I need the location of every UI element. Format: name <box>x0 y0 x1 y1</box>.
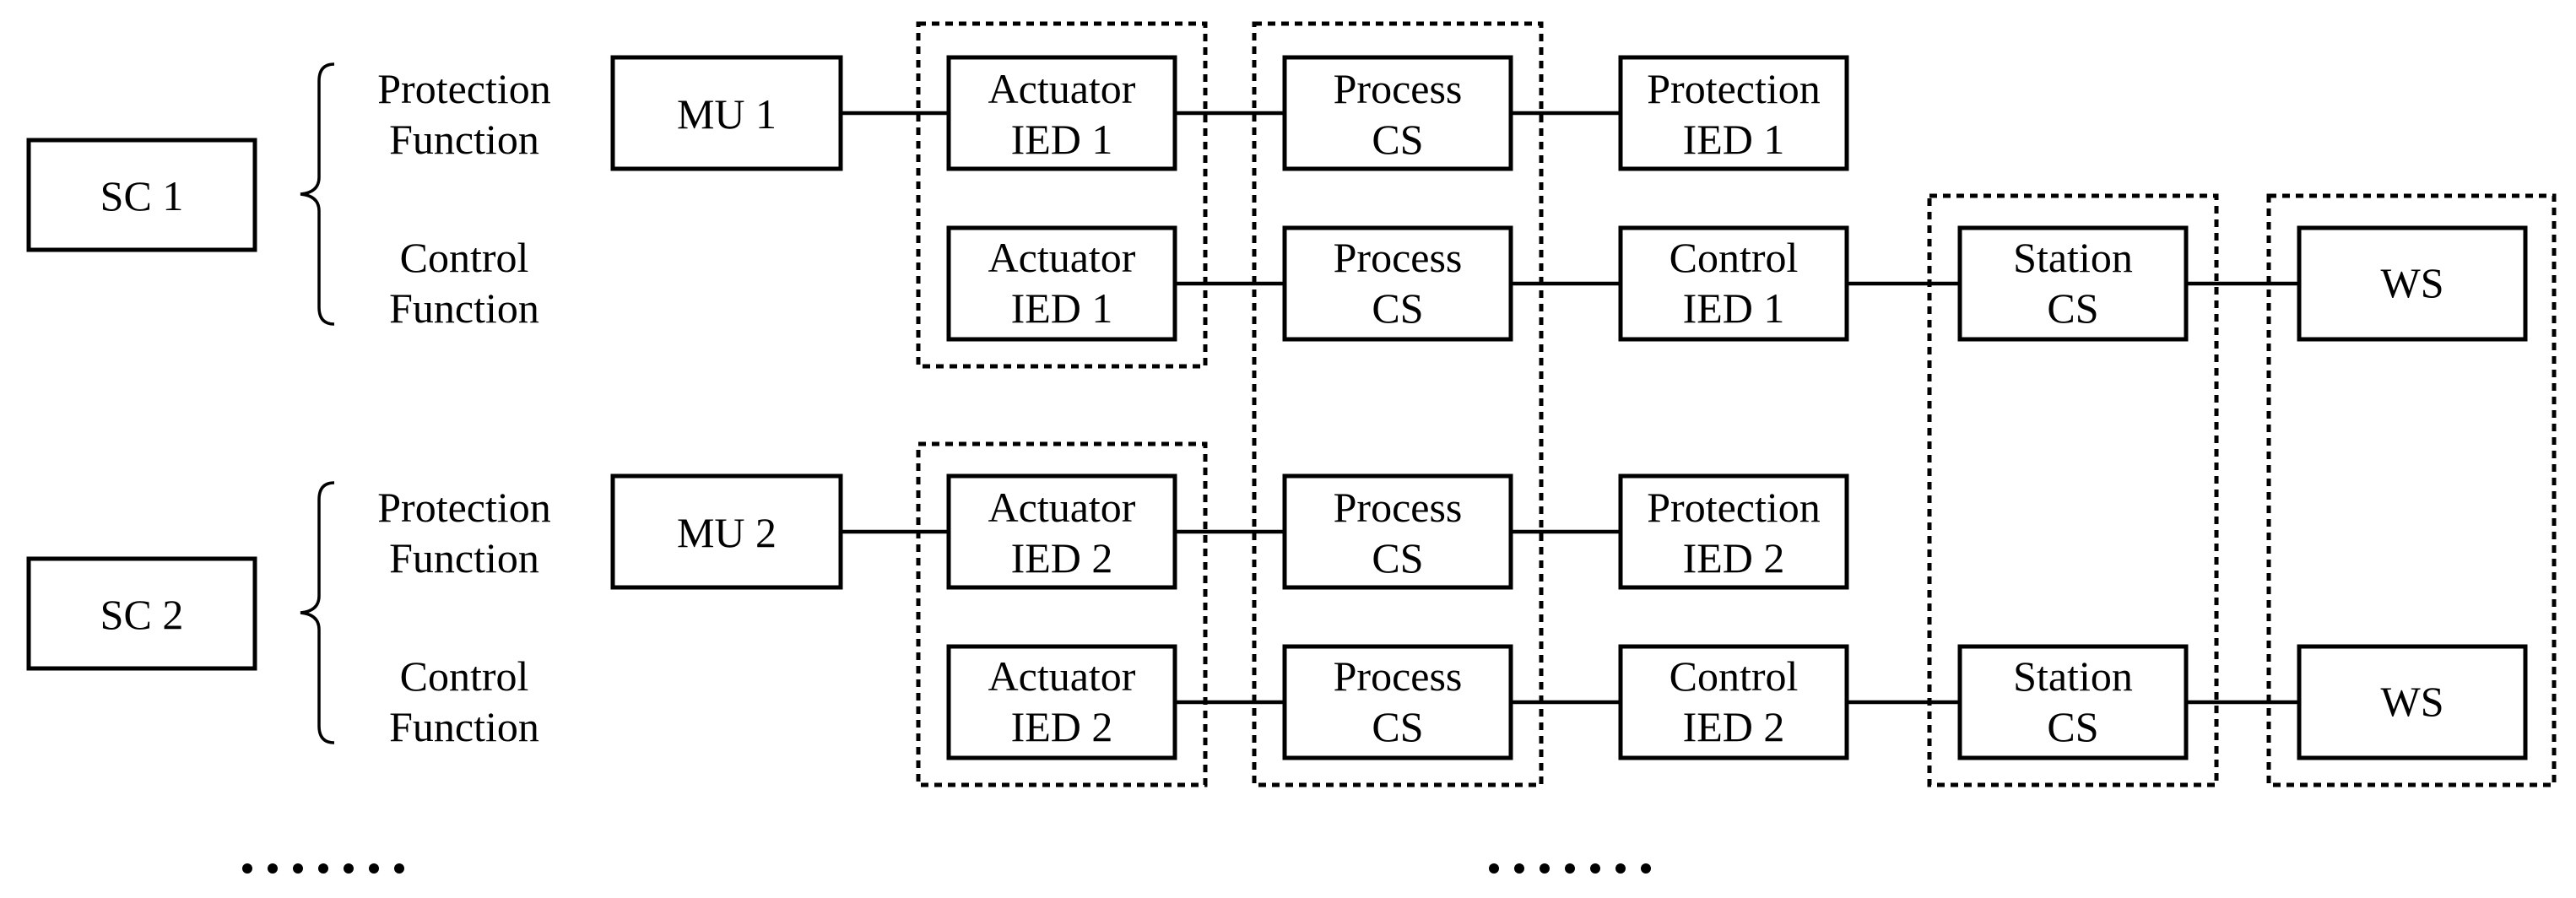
ws-label-2: WS <box>2381 678 2444 725</box>
mu-label-1: MU 1 <box>677 90 777 138</box>
protection-ied-box-1: Protection IED 1 <box>1618 55 1849 171</box>
control-ied-line-2: IED 1 <box>1683 284 1785 332</box>
process-cs-line-1: Process <box>1334 65 1463 112</box>
sc-label-2: SC 2 <box>100 591 184 638</box>
process-cs-line-2: CS <box>1372 284 1423 332</box>
process-cs-box-4: Process CS <box>1282 644 1513 760</box>
function-line-1: Protection <box>377 484 551 531</box>
control-function-label-1: Control Function <box>389 234 539 332</box>
mu-box-1: MU 1 <box>610 55 843 171</box>
control-ied-line-1: Control <box>1670 234 1799 281</box>
process-cs-line-2: CS <box>1372 116 1423 163</box>
actuator-ied-1-control: Actuator IED 1 <box>946 225 1177 342</box>
function-line-2: Function <box>389 284 539 332</box>
ws-box-1: WS <box>2297 225 2528 342</box>
control-function-label-2: Control Function <box>389 652 539 750</box>
station-cs-line-2: CS <box>2047 703 2098 750</box>
protection-ied-line-1: Protection <box>1647 65 1821 112</box>
process-cs-line-1: Process <box>1334 234 1463 281</box>
process-cs-line-1: Process <box>1334 484 1463 531</box>
ellipsis-text: ...... <box>0 0 2 1</box>
protection-function-label-2: Protection Function <box>377 484 551 582</box>
ellipsis-left: ...... <box>0 0 404 874</box>
ws-box-2: WS <box>2297 644 2528 760</box>
function-line-1: Control <box>400 234 529 281</box>
brace-sc1 <box>300 62 335 326</box>
mu-label-2: MU 2 <box>677 509 777 556</box>
actuator-line-2: IED 2 <box>1011 534 1113 582</box>
ellipsis-right: ...... <box>0 0 1651 874</box>
actuator-line-1: Actuator <box>988 652 1136 700</box>
actuator-ied-1-protection: Actuator IED 1 <box>946 55 1177 171</box>
station-cs-box-2: Station CS <box>1957 644 2189 760</box>
ws-group <box>2266 193 2557 787</box>
process-cs-line-2: CS <box>1372 534 1423 582</box>
actuator-group-1 <box>916 21 1208 369</box>
function-line-1: Control <box>400 652 529 700</box>
station-cs-group <box>1927 193 2219 787</box>
actuator-line-2: IED 2 <box>1011 703 1113 750</box>
actuator-line-1: Actuator <box>988 484 1136 531</box>
function-line-1: Protection <box>377 65 551 112</box>
station-cs-line-2: CS <box>2047 284 2098 332</box>
sc-label-1: SC 1 <box>100 172 184 219</box>
sc-box-2: SC 2 <box>26 556 257 671</box>
function-line-2: Function <box>389 703 539 750</box>
protection-ied-box-2: Protection IED 2 <box>1618 473 1849 590</box>
control-ied-line-2: IED 2 <box>1683 703 1785 750</box>
station-cs-line-1: Station <box>2013 234 2133 281</box>
function-line-2: Function <box>389 116 539 163</box>
control-ied-box-1: Control IED 1 <box>1618 225 1849 342</box>
ws-label-1: WS <box>2381 259 2444 306</box>
control-ied-line-1: Control <box>1670 652 1799 700</box>
ellipsis-text: ...... <box>0 0 2 1</box>
process-cs-box-2: Process CS <box>1282 225 1513 342</box>
process-cs-line-1: Process <box>1334 652 1463 700</box>
mu-box-2: MU 2 <box>610 473 843 590</box>
protection-ied-line-1: Protection <box>1647 484 1821 531</box>
process-cs-box-1: Process CS <box>1282 55 1513 171</box>
process-cs-line-2: CS <box>1372 703 1423 750</box>
actuator-line-1: Actuator <box>988 234 1136 281</box>
actuator-ied-2-control: Actuator IED 2 <box>946 644 1177 760</box>
actuator-line-2: IED 1 <box>1011 284 1113 332</box>
actuator-line-1: Actuator <box>988 65 1136 112</box>
protection-ied-line-2: IED 2 <box>1683 534 1785 582</box>
station-cs-box-1: Station CS <box>1957 225 2189 342</box>
actuator-line-2: IED 1 <box>1011 116 1113 163</box>
process-cs-box-3: Process CS <box>1282 473 1513 590</box>
function-line-2: Function <box>389 534 539 582</box>
control-ied-box-2: Control IED 2 <box>1618 644 1849 760</box>
protection-function-label-1: Protection Function <box>377 65 551 163</box>
actuator-group-2 <box>916 441 1208 787</box>
protection-ied-line-2: IED 1 <box>1683 116 1785 163</box>
station-cs-line-1: Station <box>2013 652 2133 700</box>
connections <box>841 111 2299 705</box>
brace-sc2 <box>300 481 335 744</box>
sc-box-1: SC 1 <box>26 138 257 252</box>
actuator-ied-2-protection: Actuator IED 2 <box>946 473 1177 590</box>
process-cs-group <box>1252 21 1544 787</box>
